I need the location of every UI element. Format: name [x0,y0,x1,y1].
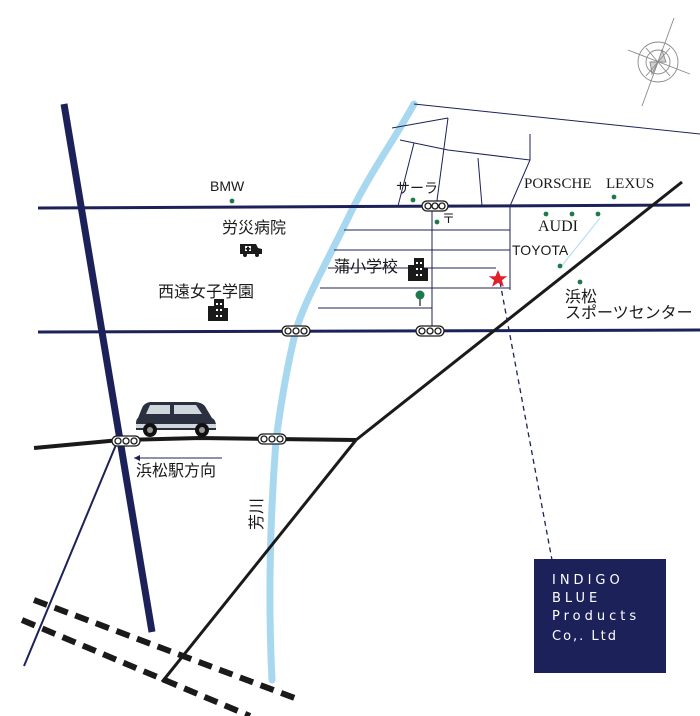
bmw-label: BMW [210,178,245,194]
sports-center-label-line2: スポーツセンター [565,305,693,322]
traffic-light-icon [421,200,449,212]
traffic-light-icon [257,433,287,445]
traffic-light-icon [111,435,141,447]
primary-school-label: 蒲小学校 [334,259,399,276]
company-name-line2: BLUE [552,591,602,606]
company-box: INDIGO BLUE Products Co,. Ltd [534,559,666,673]
road-southwest [23,439,119,667]
girls-school-label: 西遠女子学園 [158,284,255,301]
lexus-label: LEXUS [606,176,655,192]
traffic-light-icon [281,325,311,337]
hospital-label: 労災病院 [222,220,287,237]
railway [20,597,302,716]
ambulance-icon [240,244,262,257]
post-office-dot [434,219,440,225]
sara-label: サーラ [396,182,438,197]
compass-rose-icon [627,17,691,107]
toyota-dot [557,263,563,269]
company-name-line4: Co,. Ltd [552,629,619,644]
lexus-dot-2 [611,194,617,200]
traffic-light-icon [415,325,445,337]
sports-center-leader [559,217,601,269]
sports-center-label-line1: 浜松 [565,289,598,306]
audi-dot [569,211,575,217]
diagonal-road-ne [355,180,683,442]
river-line [266,100,418,684]
main-road-north [37,203,691,210]
sports-center-dot [577,279,583,285]
street-grid [318,103,700,332]
sara-dot [410,197,416,203]
direction-arrow-icon [134,455,222,461]
toyota-label: TOYOTA [512,242,569,258]
main-road-vertical [60,103,156,633]
porsche-label: PORSCHE [524,176,592,192]
main-road-middle [37,328,700,334]
diagonal-road-sw [160,439,358,683]
star-icon [488,270,508,287]
bmw-dot [229,198,235,204]
school-building-icon [408,258,428,281]
company-name-line3: Products [552,609,641,624]
car-icon [136,402,216,437]
tree-icon [415,290,425,306]
porsche-dot [543,211,549,217]
lexus-dot [595,211,601,217]
river-label: 芳川 [249,497,266,530]
company-name-line1: INDIGO [552,573,624,588]
post-office-icon: 〒 [442,211,456,226]
destination-leader [499,281,553,561]
audi-label: AUDI [538,218,578,235]
road-east-west [33,435,357,450]
school-building-icon [208,299,228,321]
station-direction-label: 浜松駅方向 [136,463,217,480]
